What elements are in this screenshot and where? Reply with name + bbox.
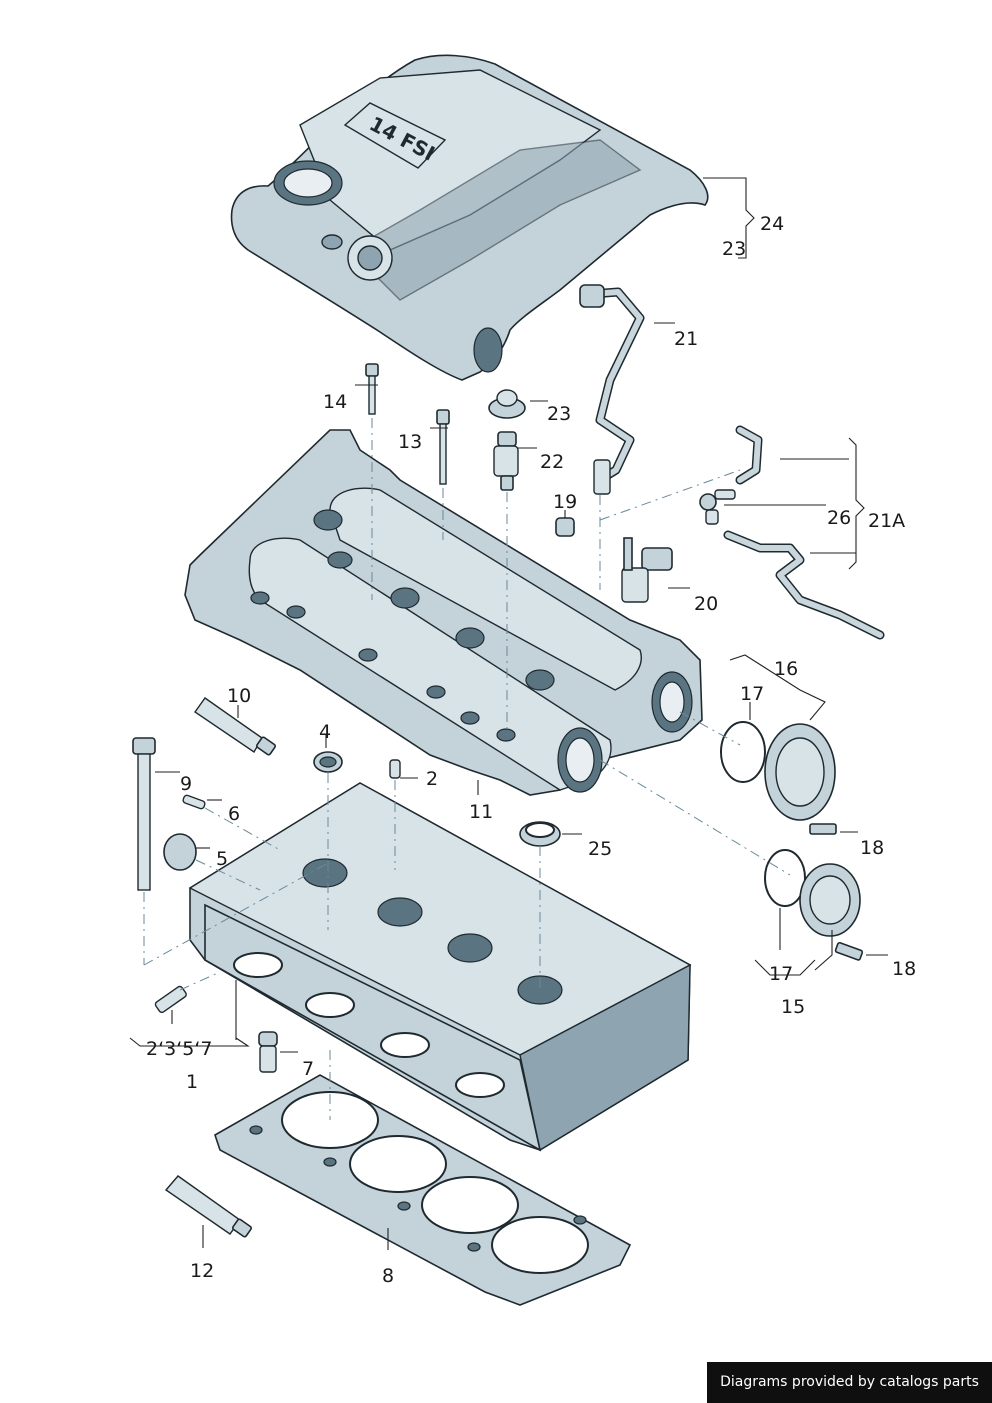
- label-15: 15: [781, 996, 805, 1018]
- small-parts: [132, 363, 864, 1238]
- label-26: 26: [827, 507, 851, 529]
- label-24: 24: [760, 213, 784, 235]
- label-2-3-5-7: 2‘3‘5‘7: [146, 1038, 212, 1060]
- camshaft-housing: [184, 429, 703, 796]
- part-labels: 24 23 21 14 23 13 22 19 26 21A 20 16 10 …: [146, 213, 916, 1287]
- label-21a: 21A: [868, 510, 905, 532]
- label-18-upper: 18: [860, 837, 884, 859]
- label-13: 13: [398, 431, 422, 453]
- label-16: 16: [774, 658, 798, 680]
- alignment-lines: [143, 418, 791, 1120]
- attribution-banner: Diagrams provided by catalogs parts: [707, 1362, 992, 1403]
- label-2: 2: [426, 768, 438, 790]
- label-14: 14: [323, 391, 347, 413]
- label-23-cap: 23: [547, 403, 571, 425]
- label-12: 12: [190, 1260, 214, 1282]
- label-9: 9: [180, 773, 192, 795]
- label-20: 20: [694, 593, 718, 615]
- label-4: 4: [319, 721, 331, 743]
- cylinder-head: [188, 782, 692, 1152]
- hose-assembly: [699, 425, 885, 640]
- label-17-upper: 17: [740, 683, 764, 705]
- label-8: 8: [382, 1265, 394, 1287]
- label-23-cover: 23: [722, 238, 746, 260]
- label-22: 22: [540, 451, 564, 473]
- label-19: 19: [553, 491, 577, 513]
- leader-lines: [129, 177, 888, 1250]
- label-10: 10: [227, 685, 251, 707]
- label-17-lower: 17: [769, 963, 793, 985]
- label-18-lower: 18: [892, 958, 916, 980]
- label-7: 7: [302, 1058, 314, 1080]
- label-21: 21: [674, 328, 698, 350]
- label-11: 11: [469, 801, 493, 823]
- breather-hose: [579, 284, 645, 495]
- engine-cover: 14 FSI: [230, 54, 709, 381]
- label-5: 5: [216, 848, 228, 870]
- label-25: 25: [588, 838, 612, 860]
- label-1: 1: [186, 1071, 198, 1093]
- label-6: 6: [228, 803, 240, 825]
